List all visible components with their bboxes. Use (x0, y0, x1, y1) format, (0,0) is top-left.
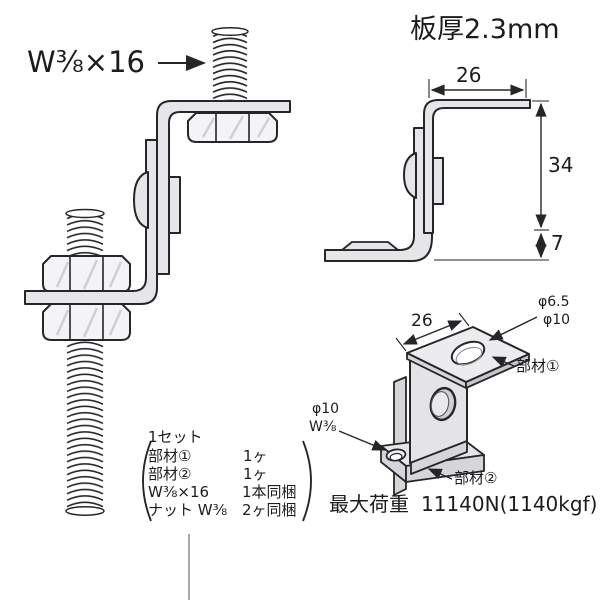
side-foot-rib (341, 241, 399, 251)
threaded-stud (211, 26, 249, 102)
top-hex-nut (187, 112, 278, 143)
parts-list-row-nut: ナット W⅜ (148, 501, 228, 519)
side-part1 (423, 99, 531, 234)
plate-thickness-title: 板厚2.3mm (410, 14, 560, 45)
parts-list-qty-part2: 1ヶ (243, 465, 268, 483)
parts-list-row-set: 1セット (148, 428, 203, 446)
rod-nut-lower (42, 303, 131, 341)
dim-34 (532, 100, 549, 231)
dim-7 (434, 232, 549, 261)
page-divider-line (188, 534, 190, 600)
iso-top-plate (406, 326, 530, 389)
iso-view (338, 312, 538, 496)
leader-part1 (491, 356, 515, 368)
leader-foot-hole (338, 430, 387, 451)
part2-bracket (24, 139, 158, 305)
parts-list-row-part1: 部材① (148, 447, 192, 465)
hanging-rod (65, 208, 105, 516)
part1-bracket (156, 100, 291, 275)
iso-part2-label: 部材② (454, 469, 498, 487)
iso-hole-top-dia2: φ10 (543, 312, 571, 328)
parts-list-qty-nut: 2ヶ同梱 (242, 501, 297, 519)
iso-dim-26 (395, 312, 470, 352)
assembly-view (24, 26, 291, 516)
side-profile-view (324, 79, 549, 262)
iso-hole-bottom-thread: W⅜ (309, 419, 337, 435)
iso-hole-top-dia1: φ6.5 (538, 294, 570, 310)
parts-list-row-bolt: W⅜×16 (148, 483, 210, 501)
side-dim-foot: 7 (551, 231, 564, 255)
max-load-label: 最大荷重 (329, 492, 409, 516)
side-bolt-dome (403, 152, 417, 199)
iso-web (409, 355, 468, 464)
side-dim-width: 26 (456, 63, 482, 87)
iso-part1-label: 部材① (516, 357, 560, 375)
parts-list-qty-part1: 1ヶ (243, 447, 268, 465)
max-load-value: 11140N(1140kgf) (421, 492, 598, 516)
iso-hole-bottom-dia: φ10 (312, 401, 340, 417)
iso-dim-width: 26 (411, 311, 433, 331)
parts-list-qty-bolt: 1本同梱 (242, 483, 297, 501)
rod-nut-upper (42, 255, 131, 293)
leader-part2 (427, 468, 453, 480)
leader-top-hole (488, 316, 538, 341)
side-dim-height: 34 (548, 153, 574, 177)
carriage-bolt-head (133, 171, 149, 229)
side-square-nut (432, 157, 444, 205)
bolt-spec-label: W⅜×16 (27, 45, 145, 79)
parts-list-parens (142, 440, 312, 522)
parts-list-row-part2: 部材② (148, 465, 192, 483)
max-load-line: 最大荷重 11140N(1140kgf) (329, 494, 597, 515)
square-nut (168, 176, 181, 234)
dim-26 (428, 79, 527, 98)
